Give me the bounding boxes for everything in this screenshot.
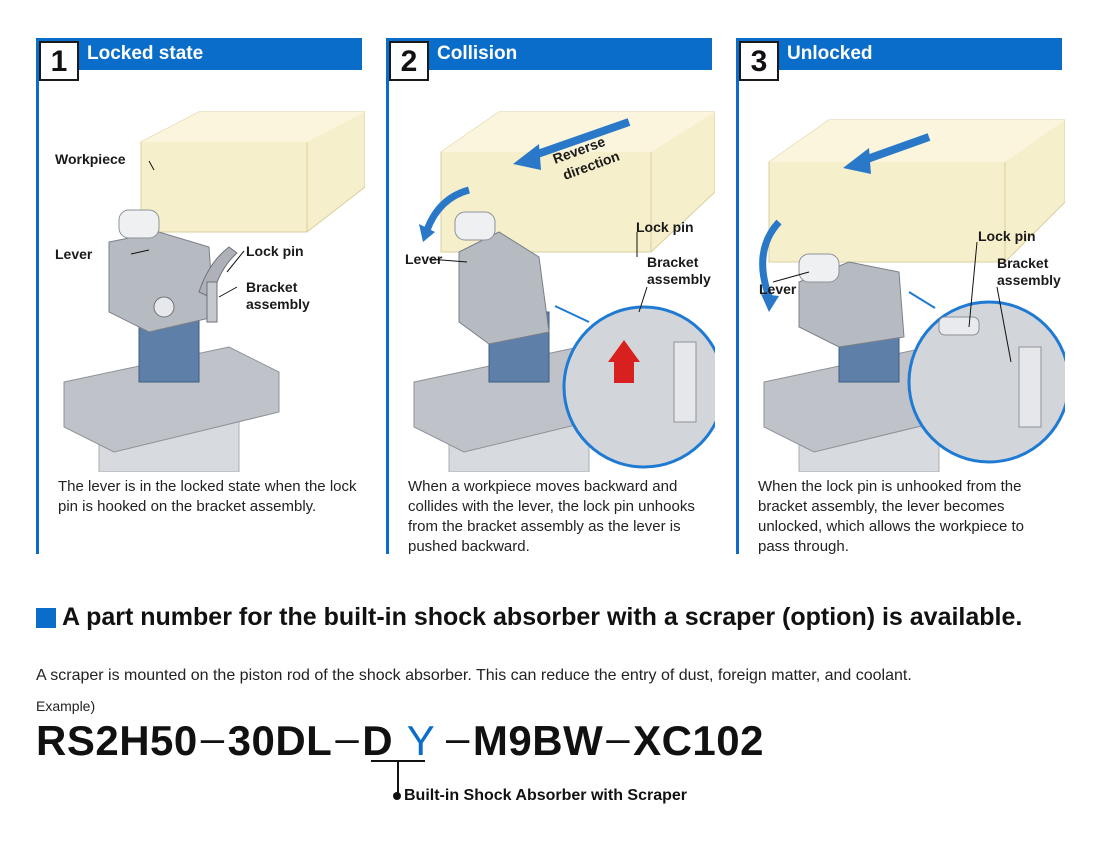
lever-rotate-arrow bbox=[423, 186, 471, 232]
zoom-spring bbox=[1018, 346, 1042, 428]
unlocked-illustration: Lever Lock pin Bracket assembly bbox=[759, 119, 1065, 472]
panel-border bbox=[736, 38, 739, 554]
zoom-spring bbox=[673, 341, 697, 423]
example-label: Example) bbox=[36, 698, 96, 714]
collision-illustration: Reverse direction Lever Lock pin Bracket… bbox=[405, 111, 715, 472]
movement-arrow-shaft bbox=[857, 133, 931, 166]
step-number: 3 bbox=[739, 41, 779, 81]
step-number: 1 bbox=[39, 41, 79, 81]
label-lever: Lever bbox=[55, 246, 93, 262]
lever-rotate-arrow bbox=[759, 219, 782, 304]
workpiece-top bbox=[441, 112, 715, 152]
y-leader-line bbox=[397, 760, 399, 796]
label-bracket: Bracket bbox=[997, 255, 1049, 271]
label-lever: Lever bbox=[405, 251, 443, 267]
panel-header-bar bbox=[36, 38, 362, 70]
zoom-lock-pin bbox=[938, 316, 980, 336]
label-assembly: assembly bbox=[246, 296, 310, 312]
lever-mechanism bbox=[798, 261, 905, 348]
part-segment: RS2H50 bbox=[36, 717, 198, 764]
label-bracket: Bracket bbox=[246, 279, 298, 295]
part-segment-selected: Y bbox=[406, 717, 436, 764]
spring bbox=[206, 281, 218, 323]
lever-roller bbox=[118, 209, 160, 239]
panel-description: When the lock pin is unhooked from the b… bbox=[758, 478, 1024, 555]
y-option-label: Built-in Shock Absorber with Scraper bbox=[404, 787, 688, 804]
panel-description: The lever is in the locked state when th… bbox=[58, 478, 357, 515]
label-assembly: assembly bbox=[997, 272, 1061, 288]
label-bracket: Bracket bbox=[647, 254, 699, 270]
panel-locked-state: 1 Locked state Workpiece Lever Lock pin … bbox=[36, 38, 366, 554]
heading-text: A part number for the built-in shock abs… bbox=[62, 603, 1023, 631]
locked-state-illustration: Workpiece Lever Lock pin Bracket assembl… bbox=[55, 111, 365, 472]
panel-unlocked: 3 Unlocked Lever Lock pin Bracket assemb… bbox=[736, 38, 1066, 555]
panel-title: Unlocked bbox=[787, 43, 873, 64]
zoom-circle bbox=[907, 300, 1065, 464]
part-dash: – bbox=[446, 714, 470, 761]
y-leader-dot bbox=[393, 792, 401, 800]
red-arrow bbox=[614, 357, 634, 383]
part-segment: D bbox=[362, 717, 394, 764]
heading-square-icon bbox=[36, 608, 56, 628]
lever-roller bbox=[798, 253, 840, 283]
label-lock-pin: Lock pin bbox=[978, 228, 1036, 244]
panel-header-bar bbox=[386, 38, 712, 70]
option-description: A scraper is mounted on the piston rod o… bbox=[36, 667, 912, 684]
label-assembly: assembly bbox=[647, 271, 711, 287]
part-segment: 30DL bbox=[227, 717, 333, 764]
part-dash: – bbox=[335, 714, 360, 761]
panel-border bbox=[386, 38, 389, 554]
panel-border bbox=[36, 38, 39, 554]
mounting-plate bbox=[63, 346, 280, 453]
step-number: 2 bbox=[389, 41, 429, 81]
panel-title: Locked state bbox=[87, 43, 204, 64]
lever-mechanism bbox=[458, 231, 550, 345]
label-lever: Lever bbox=[759, 281, 797, 297]
panel-title: Collision bbox=[437, 43, 518, 64]
label-lock-pin: Lock pin bbox=[636, 219, 694, 235]
panel-header-bar bbox=[736, 38, 1062, 70]
part-segment: M9BW bbox=[472, 717, 604, 764]
reverse-arrow-shaft bbox=[527, 118, 631, 161]
movement-arrow-head bbox=[843, 148, 871, 174]
part-segment: XC102 bbox=[633, 717, 764, 764]
panel-description: When a workpiece moves backward and coll… bbox=[408, 478, 695, 555]
label-workpiece: Workpiece bbox=[55, 151, 126, 167]
lever-roller bbox=[454, 211, 496, 241]
panel-collision: 2 Collision Reverse direction Lever Lock… bbox=[386, 38, 716, 555]
reverse-arrow-head bbox=[513, 144, 541, 170]
part-dash: – bbox=[200, 714, 225, 761]
part-dash: – bbox=[606, 714, 631, 761]
label-lock-pin: Lock pin bbox=[246, 243, 304, 259]
workpiece-top bbox=[141, 112, 365, 142]
